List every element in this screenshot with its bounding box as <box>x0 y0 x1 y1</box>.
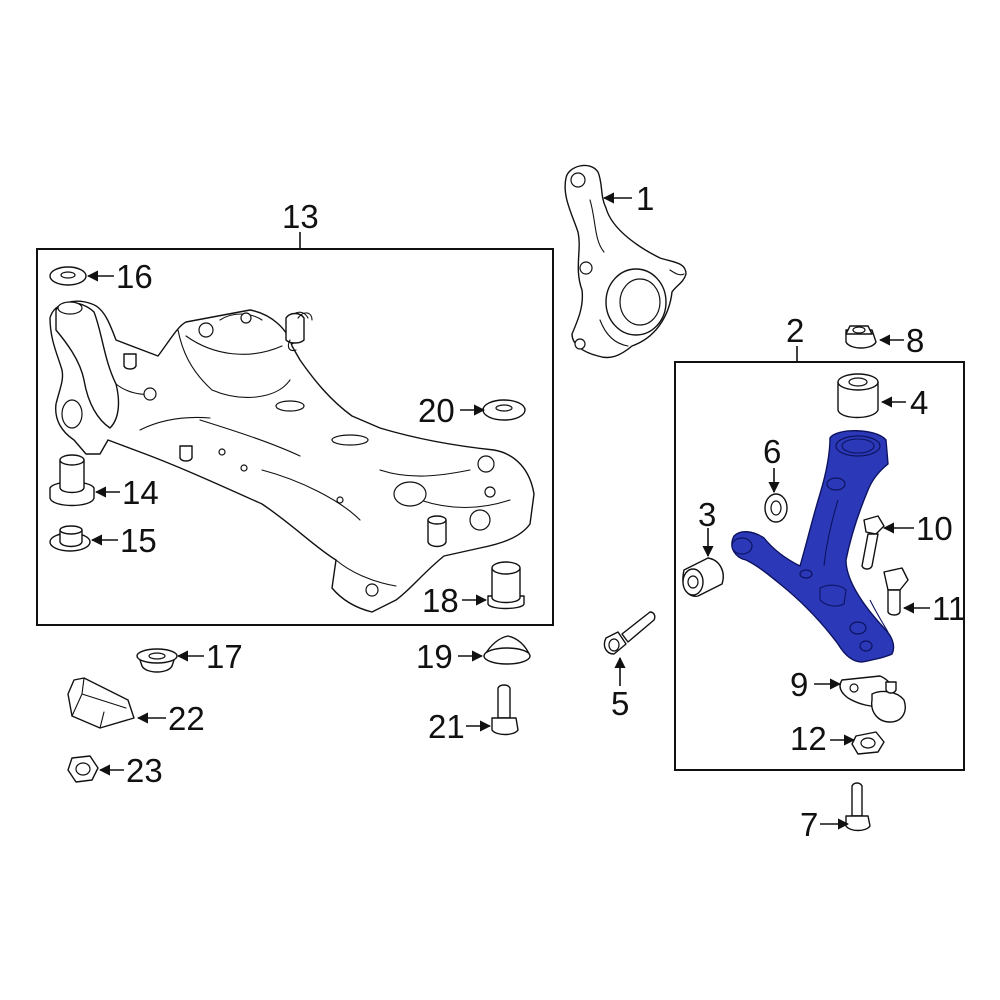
callout-22: 22 <box>168 700 205 737</box>
callout-1: 1 <box>636 180 654 217</box>
nut-8[interactable] <box>845 325 877 349</box>
bolt-21[interactable] <box>491 684 519 736</box>
washer-6[interactable] <box>764 493 788 523</box>
callout-4: 4 <box>910 384 928 421</box>
bushing-19[interactable] <box>483 635 531 665</box>
steering-knuckle[interactable] <box>564 164 687 359</box>
callout-6: 6 <box>763 433 781 470</box>
bushing-18[interactable] <box>487 561 525 610</box>
bushing-3[interactable] <box>682 557 724 597</box>
bolt-5[interactable] <box>603 611 656 655</box>
bushing-cap-15[interactable] <box>49 525 91 552</box>
callout-21: 21 <box>428 708 465 745</box>
callout-12: 12 <box>790 720 827 757</box>
callout-23: 23 <box>126 752 163 789</box>
washer-16[interactable] <box>49 266 87 286</box>
bushing-14[interactable] <box>49 454 95 507</box>
callout-18: 18 <box>422 582 459 619</box>
callout-13: 13 <box>282 198 319 235</box>
bolt-11[interactable] <box>883 567 909 616</box>
crossmember-assembly-box <box>36 248 554 626</box>
callout-17: 17 <box>206 638 243 675</box>
callout-11: 11 <box>932 590 966 627</box>
callout-19: 19 <box>416 638 453 675</box>
callout-5: 5 <box>611 685 629 722</box>
callout-14: 14 <box>122 474 159 511</box>
bushing-4[interactable] <box>837 373 879 419</box>
callout-9: 9 <box>790 666 808 703</box>
bracket-22[interactable] <box>67 677 135 729</box>
lower-control-arm[interactable] <box>731 430 895 663</box>
callout-7: 7 <box>800 806 818 843</box>
bolt-7[interactable] <box>845 782 871 832</box>
washer-20[interactable] <box>482 399 526 421</box>
callout-16: 16 <box>116 258 153 295</box>
callout-8: 8 <box>906 322 924 359</box>
callout-20: 20 <box>418 392 455 429</box>
bushing-cap-17[interactable] <box>136 648 178 673</box>
callout-3: 3 <box>698 496 716 533</box>
nut-12[interactable] <box>851 731 885 755</box>
leader-arrows <box>86 192 930 830</box>
nut-23[interactable] <box>67 755 99 783</box>
callout-10: 10 <box>916 510 953 547</box>
control-arm-assembly-box <box>674 361 965 771</box>
front-crossmember[interactable] <box>49 300 535 613</box>
bolt-10[interactable] <box>861 515 885 570</box>
ball-joint-9[interactable] <box>839 675 906 723</box>
callout-15: 15 <box>120 522 157 559</box>
callout-2: 2 <box>786 312 804 349</box>
